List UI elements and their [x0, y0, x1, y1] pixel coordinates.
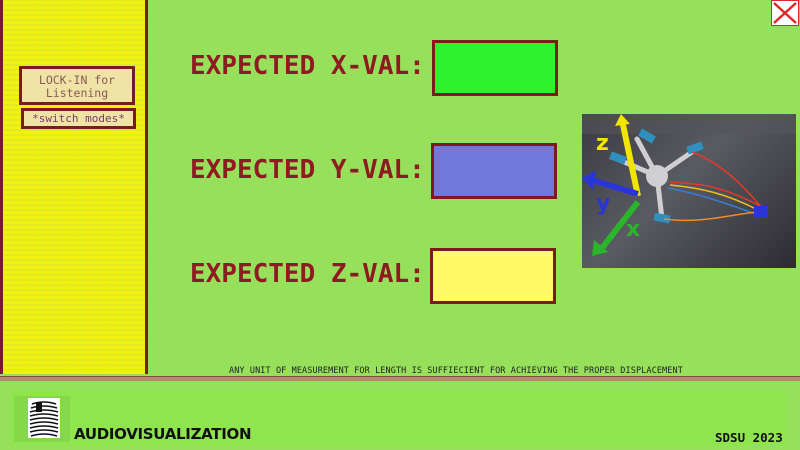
- y-axis-arrow: [591, 177, 639, 197]
- expected-x-label: EXPECTED X-VAL:: [190, 51, 425, 81]
- wires: [663, 151, 763, 222]
- close-button[interactable]: [771, 0, 799, 26]
- expected-y-label: EXPECTED Y-VAL:: [190, 155, 425, 185]
- expected-z-label: EXPECTED Z-VAL:: [190, 259, 425, 289]
- footer-divider: [0, 376, 800, 381]
- mic-array-illustration: z y x: [582, 114, 796, 256]
- z-axis-label: z: [596, 131, 609, 156]
- credit-text: SDSU 2023: [715, 430, 783, 445]
- z-axis-arrow: [619, 119, 641, 197]
- logo: [14, 396, 70, 442]
- audio-logo-icon: [28, 398, 60, 438]
- expected-z-box[interactable]: [430, 248, 556, 304]
- sidebar: [0, 0, 148, 374]
- displacement-notice: ANY UNIT OF MEASUREMENT FOR LENGTH IS SU…: [229, 366, 683, 376]
- array-hub: [646, 165, 668, 187]
- y-axis-head: [582, 170, 596, 190]
- sensor-boards: [609, 128, 704, 224]
- x-axis-label: x: [626, 217, 640, 242]
- y-axis-label: y: [596, 191, 610, 216]
- footer-bar: [10, 390, 786, 446]
- expected-y-box[interactable]: [431, 143, 557, 199]
- close-icon: [773, 2, 797, 24]
- brand-name: AUDIOVISUALIZATION: [74, 425, 252, 443]
- switch-modes-button[interactable]: *switch modes*: [21, 108, 136, 129]
- connector: [754, 206, 768, 218]
- x-axis-head: [592, 240, 608, 256]
- z-axis-head: [615, 114, 630, 126]
- expected-x-box[interactable]: [432, 40, 558, 96]
- x-axis-arrow: [599, 200, 641, 250]
- mic-array-photo: z y x: [582, 114, 796, 268]
- lock-in-button[interactable]: LOCK-IN for Listening: [19, 66, 135, 105]
